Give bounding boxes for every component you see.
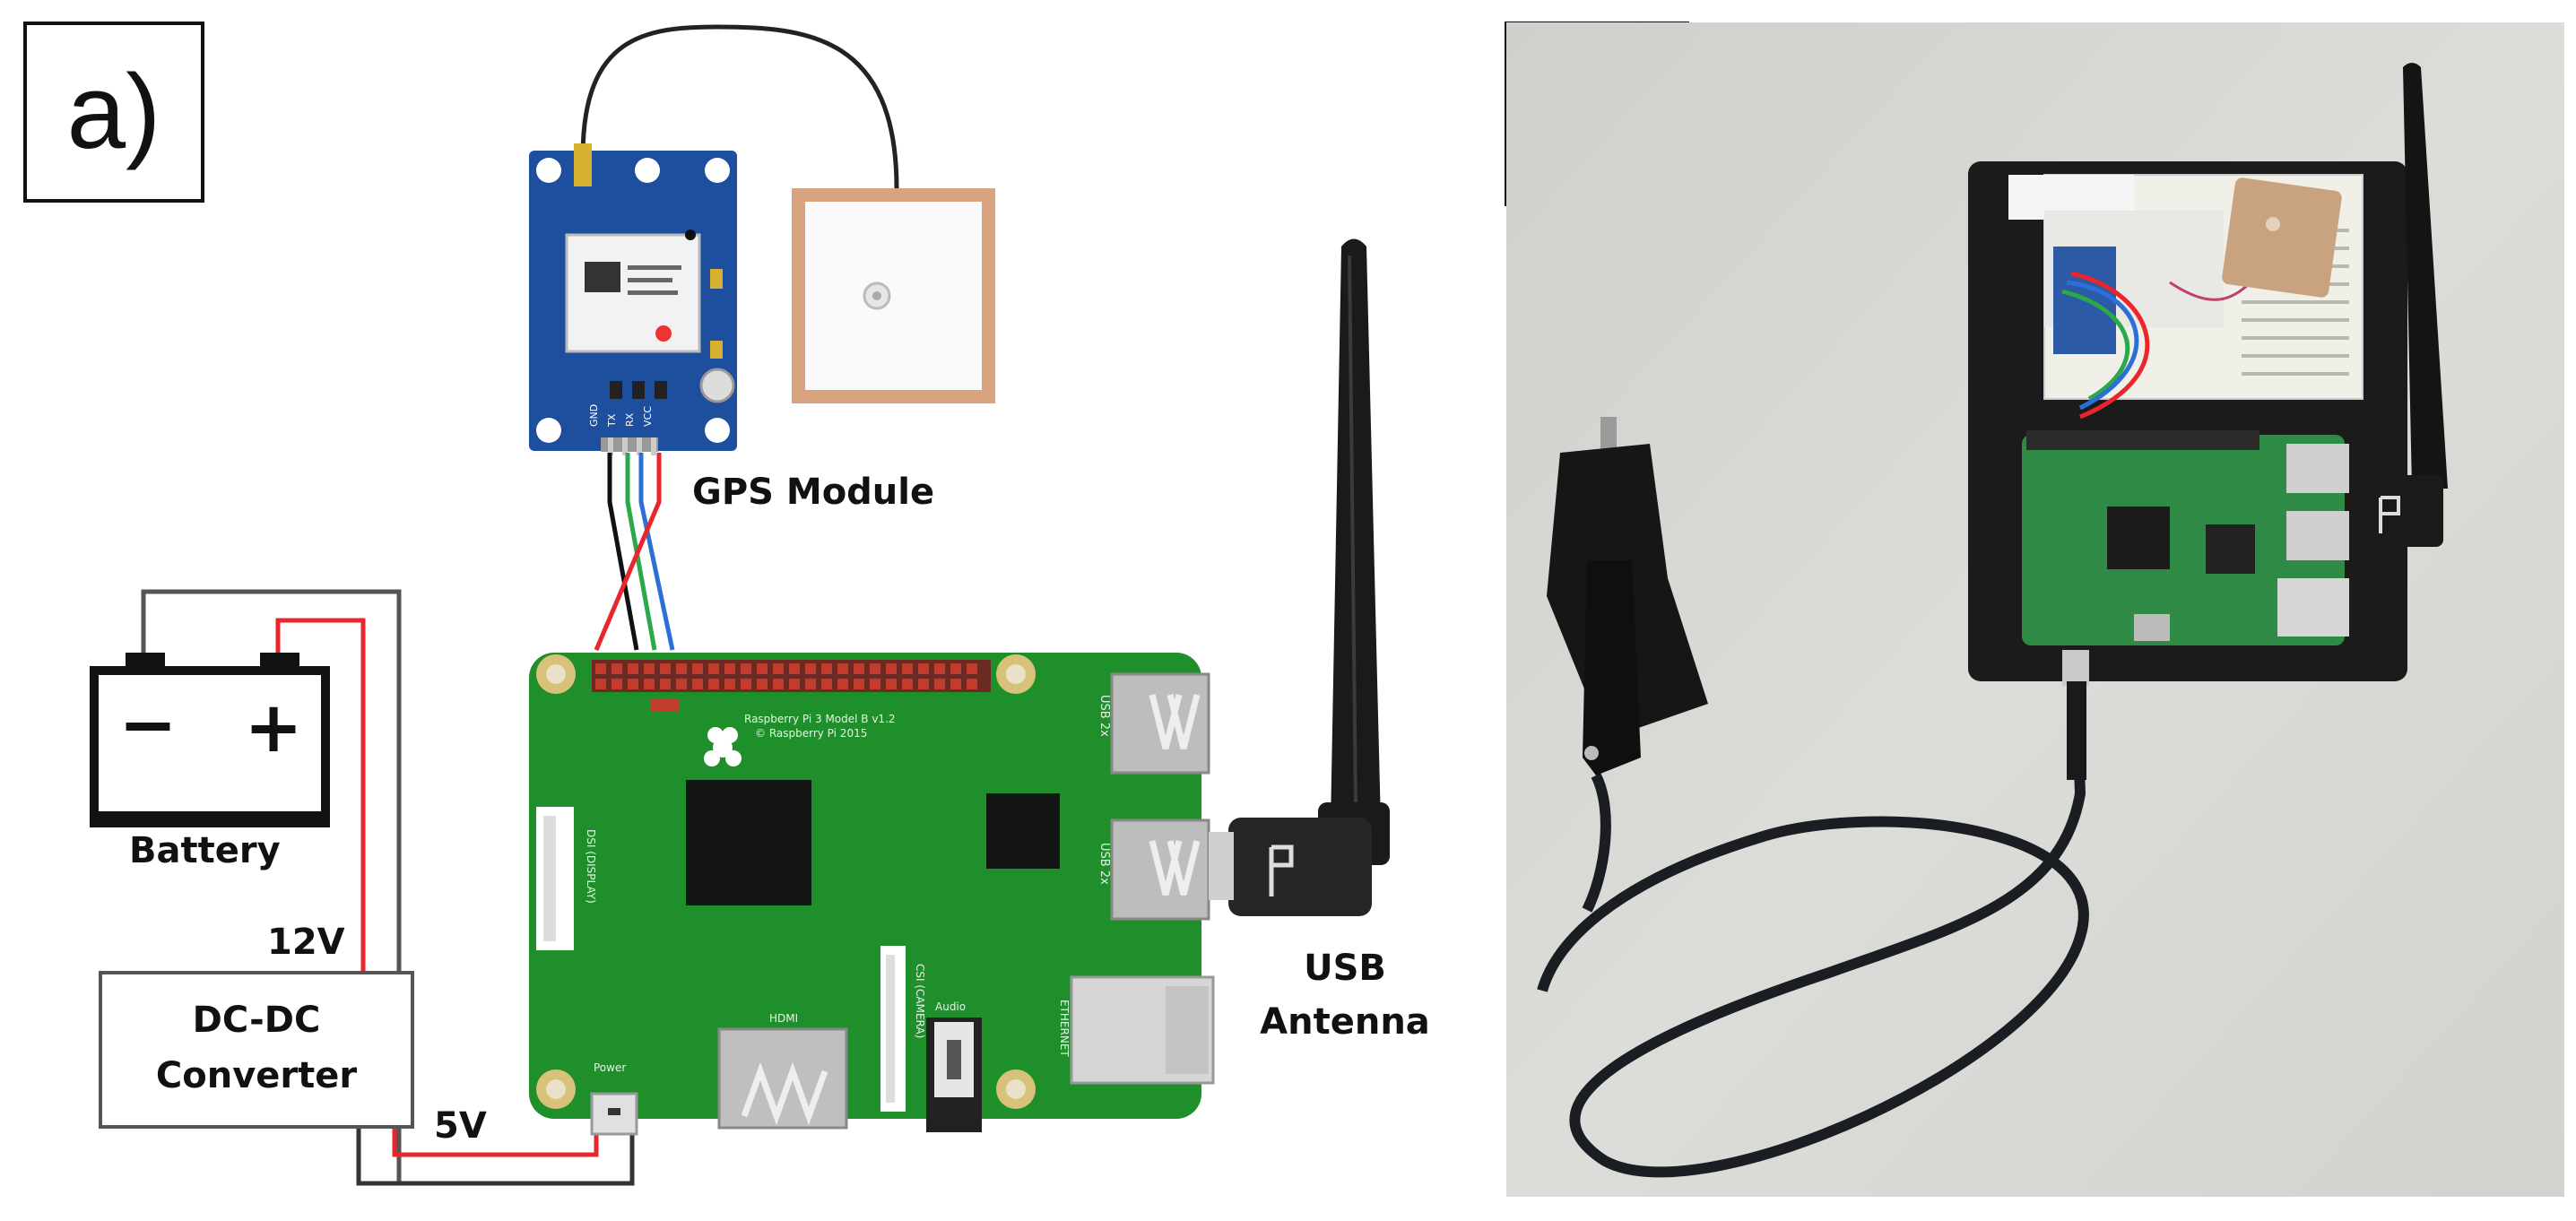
gps-wire-blue [638,453,675,651]
power-port [590,1092,638,1136]
board-silkscreen-line1: Raspberry Pi 3 Model B v1.2 [744,713,896,725]
battery-plus-sign: + [244,688,302,768]
device-photo [1506,22,2564,1197]
power-label: Power [594,1061,626,1074]
converter-label-line1: DC-DC [192,1000,321,1041]
board-silkscreen-line2: © Raspberry Pi 2015 [755,727,867,740]
gps-antenna-cable [580,24,899,189]
gps-patch-antenna [792,188,995,403]
hdmi-port [717,1027,848,1130]
audio-label: Audio [935,1000,966,1013]
battery-label: Battery [129,830,281,871]
gps-wire-red [594,453,662,651]
raspberry-pi-board [529,653,1215,1136]
raspberry-logo-icon [704,727,742,766]
usb-label-bottom: USB 2x [1097,843,1111,885]
gps-module [529,143,737,455]
gps-module-label: GPS Module [692,472,935,513]
gps-pin-gnd: GND [588,404,600,427]
gps-pin-tx: TX [606,413,618,428]
battery-icon: − + [90,653,330,827]
camera-label: CSI (CAMERA) [914,964,926,1038]
usb-antenna-label-line1: USB [1304,948,1386,989]
soc-chip [686,780,811,905]
usb-power-cable [1537,667,2089,1178]
dc-dc-converter-box [99,971,414,1129]
voltage-12v-label: 12V [267,922,345,963]
gps-patch-photo [2222,178,2342,298]
usb-label-top: USB 2x [1097,695,1111,737]
raspberry-pi-photo [2022,435,2345,645]
gps-wire-green [625,453,657,651]
usb-antenna-icon [1209,238,1390,916]
voltage-5v-label: 5V [434,1105,487,1147]
ethernet-label: ETHERNET [1058,1000,1071,1057]
car-charger-photo [1547,417,1708,913]
hdmi-label: HDMI [769,1012,798,1025]
panel-a-label: a) [23,22,204,203]
gps-pin-rx: RX [624,412,636,427]
gps-wire-black [607,453,639,651]
usb-antenna-photo [2403,63,2448,489]
usb-lan-chip [986,793,1060,869]
battery-positive-wire [275,618,366,973]
display-label: DSI (DISPLAY) [585,829,597,904]
gps-pin-vcc: VCC [642,406,654,427]
converter-label-line2: Converter [155,1055,358,1096]
wiring-diagram: − + GND TX RX VCC [90,24,1390,1186]
usb-antenna-label-line2: Antenna [1260,1001,1430,1043]
battery-minus-sign: − [118,685,177,766]
power-output-wire-black [356,1112,635,1186]
